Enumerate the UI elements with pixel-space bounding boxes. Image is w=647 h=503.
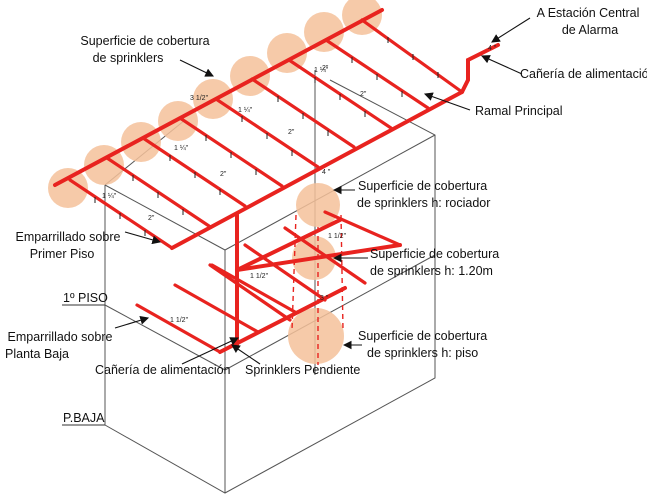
label-superficie-top-line1: Superficie de cobertura bbox=[80, 34, 209, 48]
building-frame bbox=[62, 70, 436, 494]
label-canieria-bottom: Cañería de alimentación bbox=[95, 363, 231, 377]
label-emp-primer-line1: Emparrillado sobre bbox=[16, 230, 121, 244]
pipe-size-label: 1 1/2" bbox=[170, 317, 189, 324]
label-estacion-line1: A Estación Central bbox=[537, 6, 640, 20]
label-emp-primer-line2: Primer Piso bbox=[30, 247, 95, 261]
label-emp-baja-line1: Emparrillado sobre bbox=[8, 330, 113, 344]
pipe-size-label: 3 " bbox=[320, 295, 329, 302]
pipe-size-label: 2" bbox=[288, 129, 295, 136]
pipe-size-label: 1 ¼" bbox=[314, 67, 329, 74]
sprinkler-drops-top bbox=[94, 37, 439, 236]
pipe-size-label: 4 " bbox=[322, 169, 331, 176]
pipe-size-label: 2" bbox=[148, 215, 155, 222]
coverage-circles-levels bbox=[288, 183, 344, 365]
label-pbaja: P.BAJA bbox=[63, 411, 105, 425]
label-emp-baja-line2: Planta Baja bbox=[5, 347, 69, 361]
pipe-size-label: 1 1/2" bbox=[250, 273, 269, 280]
label-ramal: Ramal Principal bbox=[475, 104, 563, 118]
mid-piping bbox=[208, 210, 402, 322]
pipe-size-label: 1 ¼" bbox=[174, 145, 189, 152]
label-sup-120-line2: de sprinklers h: 1.20m bbox=[370, 264, 493, 278]
pipe-size-label: 3 1/2" bbox=[190, 95, 209, 102]
pipe-size-label: 2" bbox=[220, 171, 227, 178]
pipe-size-label: 2" bbox=[360, 91, 367, 98]
label-1-piso: 1º PISO bbox=[63, 291, 108, 305]
pipe-size-labels: 4 " 4 " 3 " 3 1/2" 2" 2" 2" 2" 2" 1 1/2"… bbox=[102, 45, 497, 324]
label-sprinklers-pendiente: Sprinklers Pendiente bbox=[245, 363, 360, 377]
label-estacion-line2: de Alarma bbox=[562, 23, 618, 37]
label-sup-rociador-line1: Superficie de cobertura bbox=[358, 179, 487, 193]
pipe-size-label: 4 " bbox=[488, 45, 497, 52]
pipe-size-label: 2" bbox=[322, 65, 329, 72]
pipe-size-label: 1 ¼" bbox=[238, 107, 253, 114]
label-sup-piso-line2: de sprinklers h: piso bbox=[367, 346, 478, 360]
pipe-size-label: 1 1/2" bbox=[328, 233, 347, 240]
coverage-circles-top bbox=[48, 0, 382, 208]
annotation-arrows bbox=[114, 17, 531, 365]
pipe-size-label: 1 ¼" bbox=[102, 193, 117, 200]
label-superficie-top-line2: de sprinklers bbox=[93, 51, 164, 65]
label-sup-120-line1: Superficie de cobertura bbox=[370, 247, 499, 261]
label-canieria-top: Cañería de alimentación bbox=[520, 67, 647, 81]
label-sup-rociador-line2: de sprinklers h: rociador bbox=[357, 196, 490, 210]
label-sup-piso-line1: Superficie de cobertura bbox=[358, 329, 487, 343]
lower-piping bbox=[135, 263, 347, 354]
text-labels: A Estación Central de Alarma Superficie … bbox=[5, 6, 647, 425]
